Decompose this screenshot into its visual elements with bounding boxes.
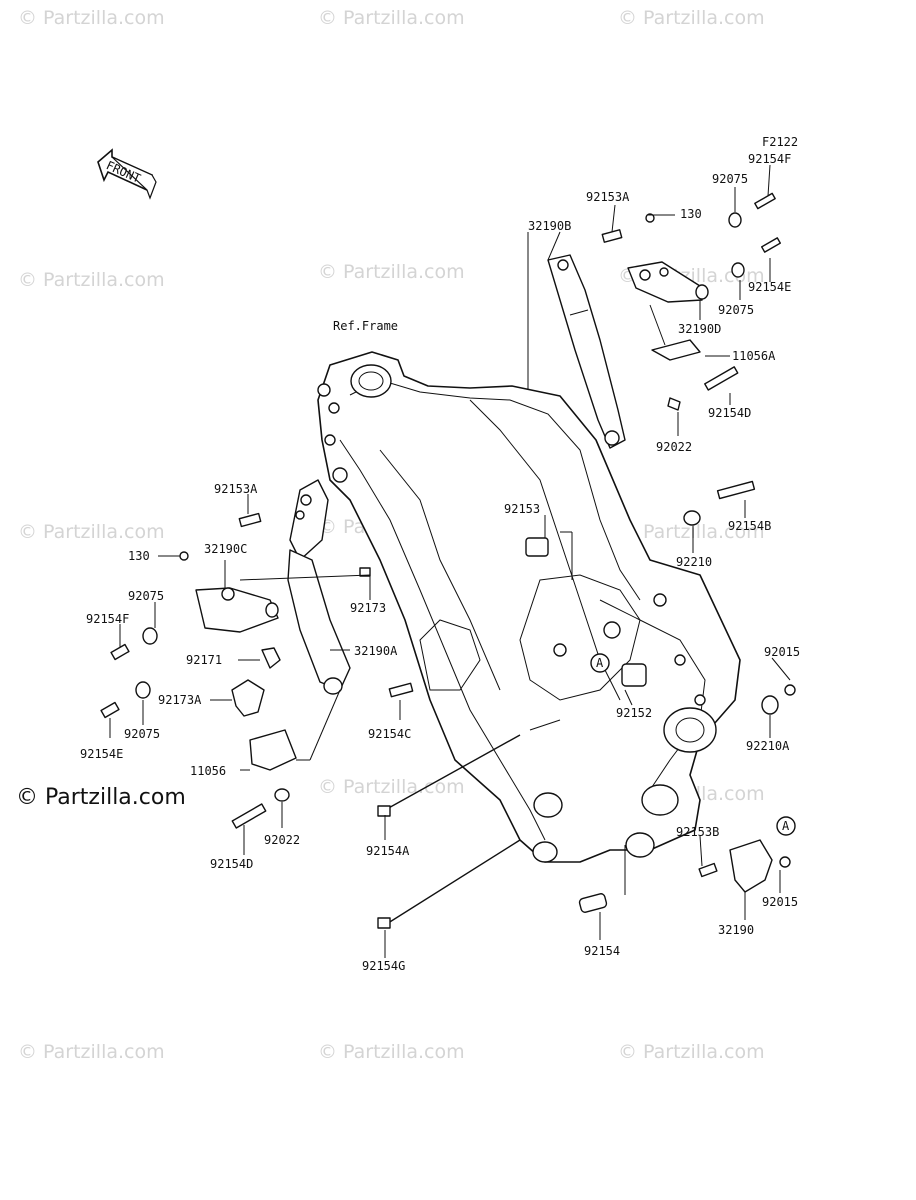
bracket-32190a-icon — [287, 549, 351, 695]
watermark: © Partzilla.com — [318, 261, 465, 283]
part-label: 92154D — [708, 406, 751, 420]
part-label: 92152 — [616, 706, 652, 720]
part-label: 92173 — [350, 601, 386, 615]
motorcycle-frame-icon — [317, 351, 741, 863]
part-label: 92154B — [728, 519, 771, 533]
bolt-parts — [100, 192, 796, 929]
watermark: © Partzilla.com — [18, 1041, 165, 1063]
watermark-main: © Partzilla.com — [16, 785, 186, 810]
part-label: 92015 — [764, 645, 800, 659]
part-label: 92153A — [586, 190, 630, 204]
part-label: 92154A — [366, 844, 410, 858]
bracket-32190c-lower-icon — [195, 587, 279, 633]
part-label: 92154G — [362, 959, 405, 973]
part-label: 92154E — [80, 747, 123, 761]
part-label: 92075 — [128, 589, 164, 603]
bracket-32190b-icon — [547, 254, 626, 449]
part-label: 92154C — [368, 727, 411, 741]
plate-11056-icon — [249, 729, 297, 771]
part-label: 92022 — [264, 833, 300, 847]
part-label: 130 — [128, 549, 150, 563]
callout-a-marker: A — [590, 653, 610, 673]
watermark: © Partzilla.com — [618, 1041, 765, 1063]
part-label-group: F2122 Ref.Frame 92154F 92075 92153A 130 … — [80, 135, 800, 973]
callout-a-label: A — [596, 656, 604, 670]
part-label: 32190D — [678, 322, 721, 336]
part-label: 92075 — [124, 727, 160, 741]
watermark: © Partzilla.com — [318, 776, 465, 798]
watermark: © Partzilla.com — [18, 7, 165, 29]
front-arrow-icon: FRONT — [97, 148, 157, 200]
watermark: © Partzilla.com — [18, 269, 165, 291]
watermark: © Partzilla.com — [318, 7, 465, 29]
part-label: 92075 — [718, 303, 754, 317]
part-label: 92153B — [676, 825, 719, 839]
part-label: 92022 — [656, 440, 692, 454]
part-label: 92154F — [86, 612, 129, 626]
part-label: 92154F — [748, 152, 791, 166]
part-label: 92154D — [210, 857, 253, 871]
part-label: 130 — [680, 207, 702, 221]
part-label: 92154 — [584, 944, 620, 958]
damper-92171-icon — [261, 647, 281, 669]
bracket-32190c-icon — [289, 479, 329, 561]
part-label: 92210A — [746, 739, 790, 753]
cover-92173a-icon — [231, 679, 265, 717]
watermark: © Partzilla.com — [318, 1041, 465, 1063]
part-label: 32190B — [528, 219, 571, 233]
part-label: 11056 — [190, 764, 226, 778]
part-label: 92173A — [158, 693, 202, 707]
bracket-32190-icon — [729, 839, 773, 893]
part-label: 92171 — [186, 653, 222, 667]
part-label: 92075 — [712, 172, 748, 186]
leader-lines — [109, 164, 791, 958]
part-label: 32190C — [204, 542, 247, 556]
part-label: 32190 — [718, 923, 754, 937]
ref-frame-label: Ref.Frame — [333, 319, 398, 333]
part-label: 92153 — [504, 502, 540, 516]
part-label: 32190A — [354, 644, 398, 658]
part-label: 92153A — [214, 482, 258, 496]
callout-a-label: A — [782, 819, 790, 833]
plate-11056a-icon — [651, 339, 701, 361]
watermark: © Partzilla.com — [18, 521, 165, 543]
part-label: 92015 — [762, 895, 798, 909]
watermark: © Partzilla.com — [618, 521, 765, 543]
figure-code: F2122 — [762, 135, 798, 149]
watermark: © Partzilla.com — [618, 7, 765, 29]
bracket-32190d-icon — [627, 261, 709, 303]
part-label: 92210 — [676, 555, 712, 569]
part-label: 92154E — [748, 280, 791, 294]
callout-a-marker: A — [776, 816, 796, 836]
part-label: 11056A — [732, 349, 776, 363]
